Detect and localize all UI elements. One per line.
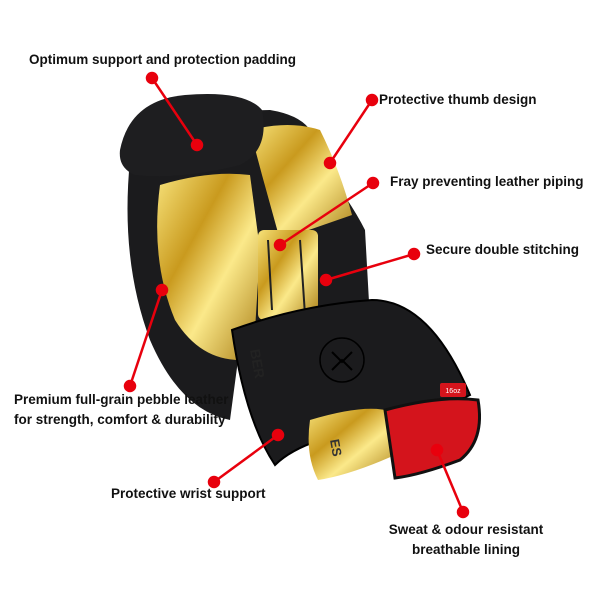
- callout-dot-leather: [123, 379, 137, 393]
- callout-stitching: Secure double stitching: [426, 242, 580, 257]
- size-tag: [440, 383, 466, 397]
- cuff-print-text: ES: [327, 438, 345, 458]
- callout-dot-piping: [366, 176, 380, 190]
- callout-line-wrist: [213, 433, 279, 484]
- callout-leather-line2: for strength, comfort & durability: [14, 412, 226, 427]
- callout-dot-lining: [456, 505, 470, 519]
- callout-dot-wrist: [207, 475, 221, 489]
- callout-thumb: Protective thumb design: [379, 92, 537, 107]
- callout-dot-lining-target: [430, 443, 444, 457]
- logo-emblem: [319, 337, 365, 383]
- lace-window: [258, 230, 318, 320]
- callout-dot-leather-target: [155, 283, 169, 297]
- callout-markers: [123, 71, 470, 519]
- callout-dot-padding: [145, 71, 159, 85]
- callout-padding: Optimum support and protection padding: [29, 52, 296, 67]
- callout-dot-thumb-target: [323, 156, 337, 170]
- glove-print-text: BER: [247, 348, 268, 380]
- gold-cuff: [308, 408, 395, 480]
- callout-line-padding: [150, 77, 199, 146]
- gold-palm-panel: [157, 173, 260, 360]
- size-tag-text: 16oz: [445, 388, 461, 395]
- callout-dot-wrist-target: [271, 428, 285, 442]
- callout-line-leather: [128, 289, 164, 387]
- callout-line-stitching: [325, 252, 415, 282]
- callout-leather-line1: Premium full-grain pebble leather: [14, 392, 229, 407]
- callout-line-lining: [435, 449, 465, 513]
- callout-dot-thumb: [365, 93, 379, 107]
- callout-lining-line1: Sweat & odour resistant: [388, 522, 544, 537]
- callout-leather: Premium full-grain pebble leather for st…: [14, 390, 229, 430]
- callout-line-thumb: [328, 99, 374, 164]
- callout-piping: Fray preventing leather piping: [390, 174, 584, 189]
- callout-dot-stitching-target: [319, 273, 333, 287]
- callout-wrist: Protective wrist support: [111, 486, 266, 501]
- callout-dot-padding-target: [190, 138, 204, 152]
- callout-line-piping: [279, 181, 374, 247]
- red-lining: [383, 397, 482, 480]
- callout-lining: Sweat & odour resistant breathable linin…: [386, 520, 546, 560]
- gold-thumb: [250, 125, 352, 240]
- callout-dot-stitching: [407, 247, 421, 261]
- callout-dot-piping-target: [273, 238, 287, 252]
- callout-lining-line2: breathable lining: [411, 542, 520, 557]
